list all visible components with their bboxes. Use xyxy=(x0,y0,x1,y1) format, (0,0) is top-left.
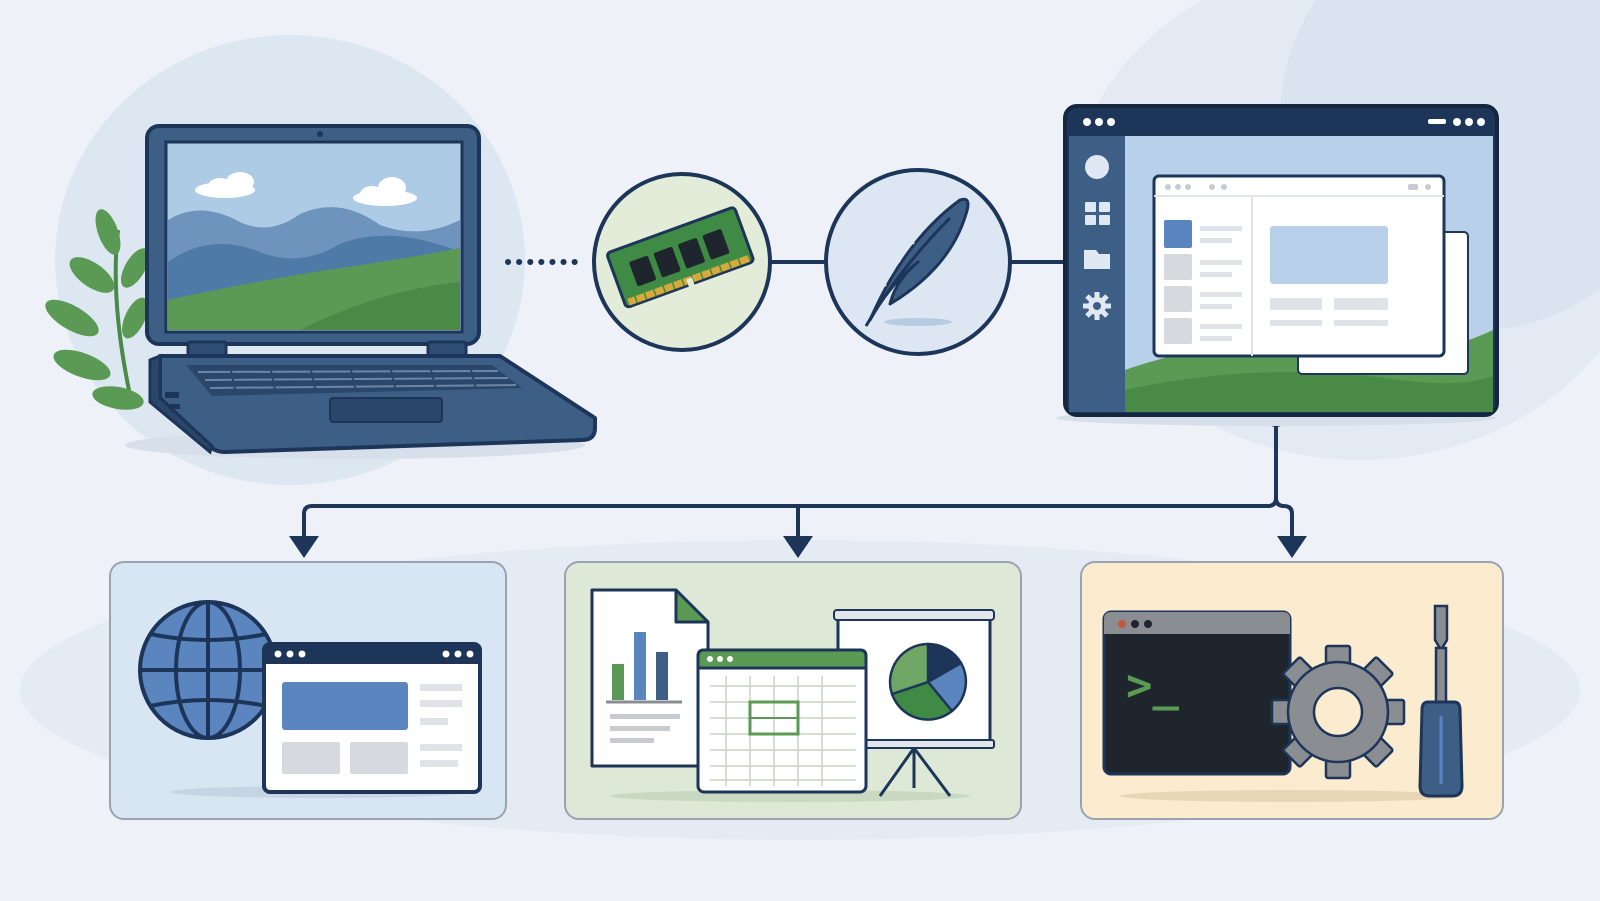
arrow-to-office xyxy=(783,536,813,558)
plant-leaves-icon xyxy=(45,209,149,410)
arrow-to-developer xyxy=(1277,536,1307,558)
branch-right xyxy=(1274,496,1294,542)
feather-icon xyxy=(824,168,1012,356)
screwdriver-icon xyxy=(1418,604,1464,798)
terminal-prompt: >_ xyxy=(1126,660,1179,711)
desktop-window-icon xyxy=(1056,104,1499,426)
developer-panel: >_ xyxy=(1080,561,1504,820)
office-panel xyxy=(564,561,1022,820)
spreadsheet-icon xyxy=(696,648,868,794)
globe-icon xyxy=(138,600,278,740)
laptop-icon xyxy=(45,124,597,459)
web-panel xyxy=(109,561,507,820)
browser-window-icon xyxy=(262,642,482,794)
terminal-icon: >_ xyxy=(1102,610,1292,776)
connector-lines xyxy=(302,259,1294,542)
desktop-sidebar-icons xyxy=(1083,155,1111,320)
gear-icon xyxy=(1270,644,1406,780)
ram-module-icon xyxy=(592,172,772,352)
arrow-to-web xyxy=(289,536,319,558)
bar-chart-document-icon xyxy=(590,588,710,768)
